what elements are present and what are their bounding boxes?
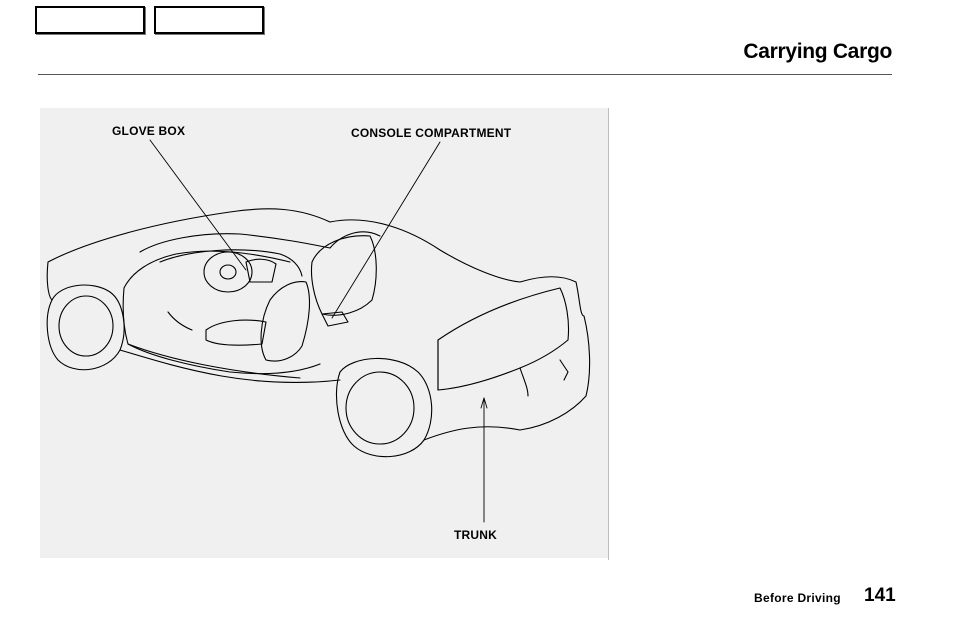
trunk-lid [437,287,570,391]
page-number: 141 [864,585,896,606]
cabin-outline [122,250,321,375]
footer-section-title: Before Driving [754,591,841,605]
front-wheel-icon [335,357,433,458]
trunk-label: TRUNK [454,528,497,542]
rear-wheel-icon [46,284,125,371]
column-divider [608,108,609,560]
console-compartment-label: CONSOLE COMPARTMENT [351,126,512,140]
car-body-outline [46,208,591,441]
header-divider [38,74,892,75]
figure-background [40,108,608,558]
seat [260,281,310,362]
nav-button-2[interactable] [154,6,264,34]
page-title: Carrying Cargo [743,40,892,63]
windshield [139,231,381,253]
nav-button-1[interactable] [35,6,145,34]
glove-box-label: GLOVE BOX [112,124,186,138]
steering-wheel-icon [203,251,253,293]
